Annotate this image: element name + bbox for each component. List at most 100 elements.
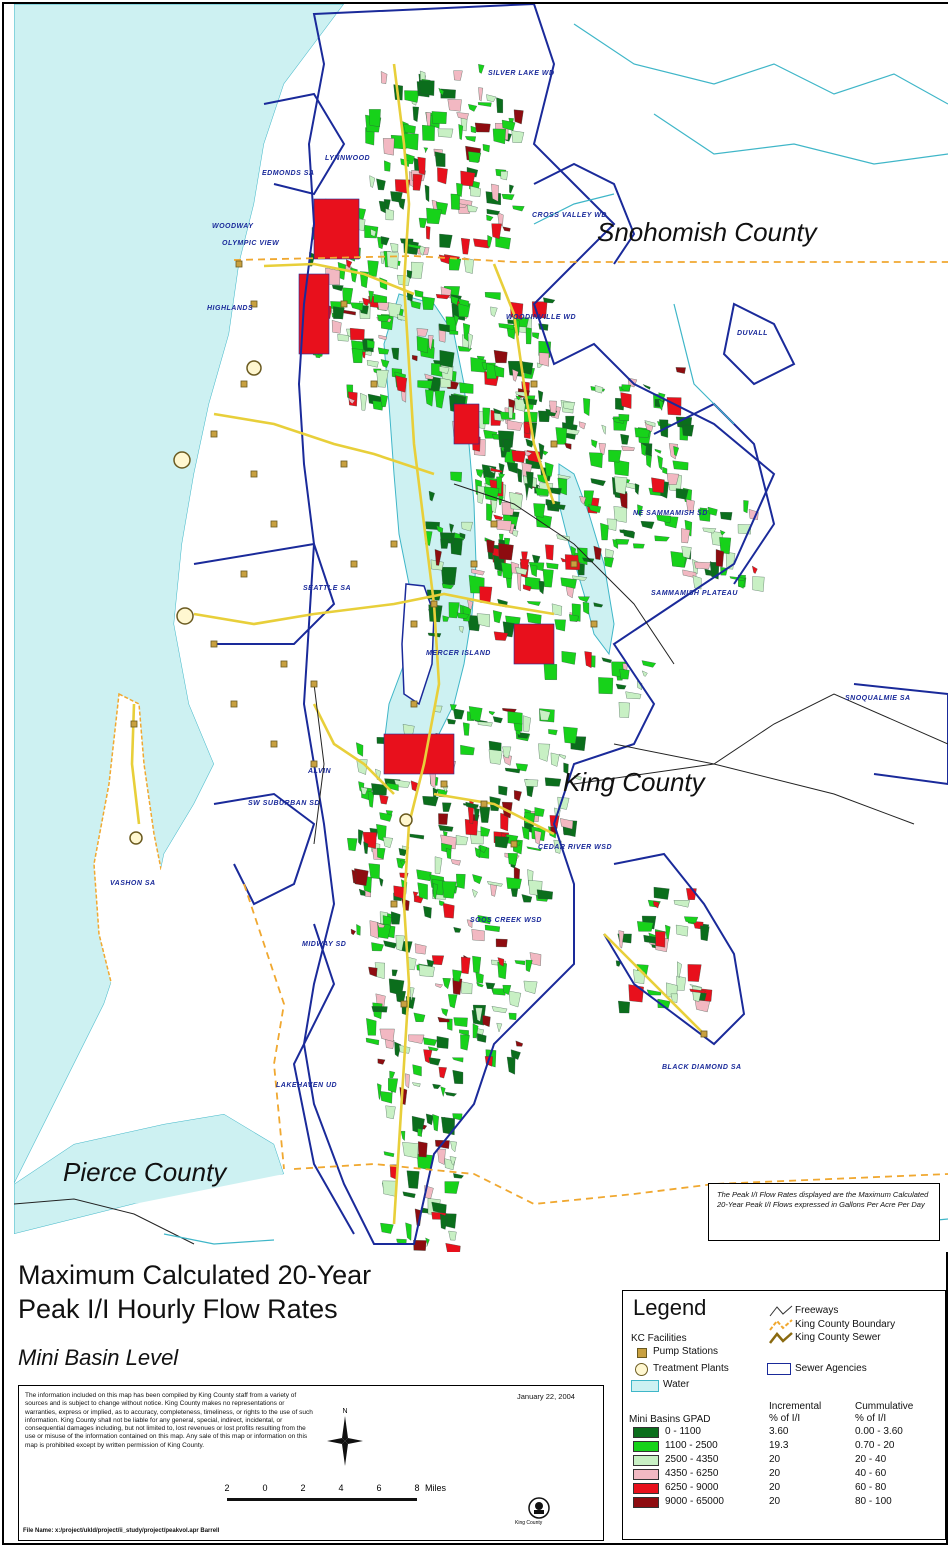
mini-basin	[484, 924, 501, 932]
pump-station	[270, 740, 278, 748]
mini-basin	[563, 726, 578, 744]
mini-basin	[441, 1008, 449, 1017]
mini-basin	[412, 1064, 422, 1077]
mini-basin	[513, 623, 555, 665]
mini-basin	[382, 837, 393, 848]
mini-basin	[526, 601, 541, 606]
mini-basin	[637, 504, 643, 517]
mini-basin	[501, 193, 515, 201]
mini-basin	[369, 920, 379, 939]
mini-basin	[498, 473, 505, 478]
mini-basin	[707, 506, 718, 516]
mini-basin	[651, 477, 665, 494]
mini-basin	[613, 459, 630, 477]
mini-basin	[459, 532, 466, 540]
mini-basin	[507, 711, 523, 725]
pump-stations	[130, 260, 708, 1038]
mini-basin	[441, 583, 455, 590]
north-arrow-icon: N	[327, 1408, 363, 1466]
mini-basin	[390, 242, 399, 252]
mini-basin	[437, 128, 454, 138]
mini-basin	[442, 802, 452, 812]
mini-basin	[380, 71, 388, 84]
mini-basin	[477, 485, 486, 504]
mini-basin	[456, 112, 469, 120]
mini-basin	[570, 545, 576, 557]
legend-incremental: 20	[769, 1482, 781, 1493]
pump-station	[700, 1030, 708, 1038]
agency-label: OLYMPIC VIEW	[222, 240, 280, 247]
mini-basin	[371, 1006, 388, 1013]
legend-swatch	[633, 1497, 659, 1508]
mini-basin	[377, 1058, 386, 1065]
mini-basin	[496, 97, 503, 114]
legend-county-sewer: King County Sewer	[795, 1332, 881, 1343]
mini-basin	[486, 539, 495, 554]
pump-station	[340, 300, 348, 308]
mini-basin	[522, 584, 532, 592]
mini-basin	[435, 294, 451, 300]
mini-basin	[501, 562, 514, 579]
mini-basin	[447, 718, 456, 725]
mini-basin	[351, 348, 363, 363]
mini-basin	[521, 826, 530, 840]
mini-basin	[681, 424, 694, 437]
agency-label: CROSS VALLEY WD	[532, 212, 607, 219]
mini-basin	[692, 575, 702, 590]
logo-caption: King County	[515, 1520, 543, 1526]
mini-basin	[350, 928, 356, 936]
mini-basin	[687, 964, 702, 982]
mini-basin	[371, 783, 388, 796]
mini-basin	[632, 543, 645, 549]
pump-station	[440, 780, 448, 788]
mini-basin	[653, 900, 660, 909]
legend-cumulative: 0.00 - 3.60	[855, 1426, 903, 1437]
mini-basin	[506, 462, 518, 474]
pump-station	[590, 620, 598, 628]
mini-basin	[440, 377, 452, 388]
mini-basin	[403, 123, 416, 134]
mini-basin	[453, 1173, 464, 1179]
mini-basin	[413, 1012, 426, 1023]
mini-basin	[490, 467, 503, 473]
mini-basin	[490, 306, 498, 317]
mini-basin	[378, 200, 386, 214]
mini-basin	[524, 779, 539, 787]
legend-col-incremental: Incremental % of I/I	[769, 1401, 822, 1424]
mini-basin	[368, 966, 378, 977]
mini-basin	[694, 561, 711, 570]
mini-basin	[461, 238, 470, 255]
mini-basin	[538, 390, 544, 403]
mini-basin	[367, 790, 375, 808]
mini-basin	[417, 882, 428, 900]
mini-basin	[449, 329, 459, 335]
mini-basin	[646, 989, 662, 996]
mini-basin	[402, 1142, 419, 1159]
mini-basin	[653, 886, 670, 900]
mini-basin	[453, 314, 460, 327]
mini-basin	[554, 619, 566, 632]
legend-swatch	[633, 1441, 659, 1452]
mini-basin	[385, 208, 395, 221]
mini-basin	[425, 225, 431, 240]
mini-basin	[467, 599, 474, 610]
mini-basin	[409, 987, 415, 1002]
mini-basin	[593, 602, 604, 608]
disclaimer-box: The information included on this map has…	[18, 1385, 604, 1541]
legend-sewer-agencies: Sewer Agencies	[795, 1363, 867, 1374]
legend-cumulative: 60 - 80	[855, 1482, 887, 1493]
mini-basin	[422, 796, 439, 807]
mini-basin	[461, 956, 471, 975]
map-canvas[interactable]	[14, 4, 948, 1252]
legend-incremental: 3.60	[769, 1426, 789, 1437]
mini-basin	[450, 1141, 457, 1153]
mini-basin	[337, 334, 350, 342]
mini-basin	[354, 868, 369, 886]
mini-basin	[439, 233, 453, 248]
mini-basin	[493, 631, 509, 641]
mini-basin	[351, 869, 357, 884]
mini-basin	[618, 1000, 630, 1014]
mini-basin	[460, 1034, 470, 1051]
legend-pump-stations: Pump Stations	[653, 1346, 719, 1357]
agency-label: WOODINVILLE WD	[506, 314, 576, 321]
